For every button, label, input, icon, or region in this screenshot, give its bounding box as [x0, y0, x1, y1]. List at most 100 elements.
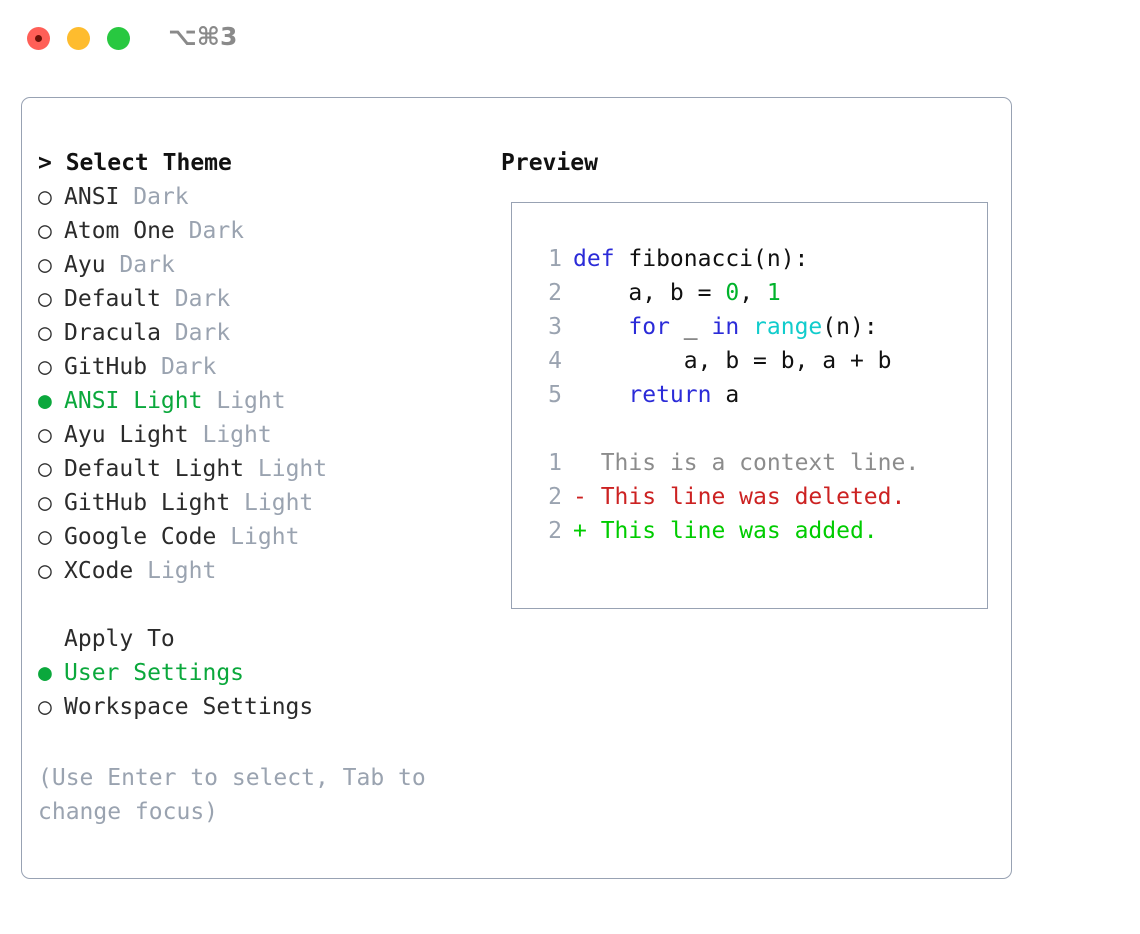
theme-option-label: GitHub Light [64, 490, 231, 516]
code-line: 3 for _ in range(n): [535, 310, 919, 344]
apply-to-heading: Apply To [64, 626, 175, 652]
code-token-kw: return [628, 382, 712, 408]
radio-selected-icon: ● [38, 388, 52, 414]
diff-line-number: 1 [548, 450, 562, 476]
diff-line-add: 2 + This line was added. [535, 514, 919, 548]
code-token-plain: a, b = [573, 280, 726, 306]
code-token-num: 1 [766, 280, 781, 306]
code-line-number: 2 [548, 280, 562, 306]
code-token-plain: a, b = b, a + b [573, 348, 892, 374]
dialog-panel: > Select Theme ○ANSI Dark○Atom One Dark○… [21, 97, 1012, 879]
code-token-kw: def [573, 246, 615, 272]
code-token-kw: in [711, 314, 740, 340]
theme-option-variant: Dark [174, 320, 231, 346]
code-line-number: 3 [548, 314, 562, 340]
theme-option-variant: Light [216, 388, 286, 414]
apply-to-option-user-settings[interactable]: ● User Settings [38, 656, 488, 690]
theme-option-variant: Dark [174, 286, 231, 312]
code-line: 4 a, b = b, a + b [535, 344, 919, 378]
theme-option-dracula[interactable]: ○Dracula Dark [38, 316, 488, 350]
label-separator [147, 354, 161, 380]
code-line: 1 def fibonacci(n): [535, 242, 919, 276]
diff-line-number: 2 [548, 518, 562, 544]
diff-sign: + [573, 518, 587, 544]
theme-option-label: XCode [64, 558, 134, 584]
code-line: 5 return a [535, 378, 919, 412]
code-token-plain [739, 314, 753, 340]
theme-option-label: Ayu [64, 252, 106, 278]
radio-unselected-icon: ○ [38, 490, 52, 516]
theme-option-list[interactable]: ○ANSI Dark○Atom One Dark○Ayu Dark○Defaul… [38, 180, 488, 588]
theme-option-label: ANSI Light [64, 388, 203, 414]
close-button[interactable] [27, 27, 50, 50]
label-separator [175, 218, 189, 244]
list-spacer [38, 588, 488, 622]
radio-selected-icon: ● [38, 660, 52, 686]
theme-option-variant: Light [202, 422, 272, 448]
code-token-plain: (n): [822, 314, 878, 340]
code-token-plain: a [711, 382, 740, 408]
preview-heading: Preview [501, 150, 598, 176]
radio-unselected-icon: ○ [38, 456, 52, 482]
label-separator [202, 388, 216, 414]
keyboard-hint-text: (Use Enter to select, Tab to change focu… [38, 765, 426, 825]
diff-text: This is a context line. [586, 450, 920, 476]
code-line-number: 1 [548, 246, 562, 272]
code-line-number: 4 [548, 348, 562, 374]
code-line: 2 a, b = 0, 1 [535, 276, 919, 310]
code-token-plain [573, 382, 628, 408]
title-bar: ⌥⌘3 [0, 0, 1140, 78]
keyboard-shortcut-label: ⌥⌘3 [168, 22, 238, 51]
diff-text: This line was added. [586, 518, 878, 544]
theme-option-default-light[interactable]: ○Default Light Light [38, 452, 488, 486]
theme-option-ayu-light[interactable]: ○Ayu Light Light [38, 418, 488, 452]
apply-to-option-workspace-settings[interactable]: ○Workspace Settings [38, 690, 488, 724]
theme-option-google-code[interactable]: ○Google Code Light [38, 520, 488, 554]
maximize-button[interactable] [107, 27, 130, 50]
minimize-button[interactable] [67, 27, 90, 50]
apply-to-option-label: User Settings [64, 660, 245, 686]
theme-option-ansi[interactable]: ○ANSI Dark [38, 180, 488, 214]
theme-option-label: ANSI [64, 184, 120, 210]
code-token-fn: range [753, 314, 823, 340]
label-separator [216, 524, 230, 550]
theme-option-ansi-light[interactable]: ● ANSI Light Light [38, 384, 488, 418]
theme-option-default[interactable]: ○Default Dark [38, 282, 488, 316]
theme-option-atom-one[interactable]: ○Atom One Dark [38, 214, 488, 248]
radio-unselected-icon: ○ [38, 320, 52, 346]
theme-option-variant: Light [147, 558, 217, 584]
apply-to-option-list[interactable]: ● User Settings ○Workspace Settings [38, 656, 488, 724]
theme-option-github[interactable]: ○GitHub Dark [38, 350, 488, 384]
radio-unselected-icon: ○ [38, 218, 52, 244]
theme-option-github-light[interactable]: ○GitHub Light Light [38, 486, 488, 520]
preview-column: Preview [501, 146, 1001, 180]
code-token-plain: _ [669, 314, 712, 340]
theme-option-ayu[interactable]: ○ Ayu Dark [38, 248, 488, 282]
radio-unselected-icon: ○ [38, 694, 52, 720]
theme-option-variant: Dark [133, 184, 189, 210]
diff-text: This line was deleted. [586, 484, 906, 510]
code-token-plain: fibonacci(n): [614, 246, 809, 272]
code-token-plain [573, 314, 628, 340]
diff-line-ctx: 1 This is a context line. [535, 446, 919, 480]
label-separator [106, 252, 120, 278]
radio-unselected-icon: ○ [38, 524, 52, 550]
radio-unselected-icon: ○ [38, 422, 52, 448]
theme-option-label: Default [64, 286, 161, 312]
theme-option-xcode[interactable]: ○ XCode Light [38, 554, 488, 588]
code-token-num: 0 [725, 280, 740, 306]
theme-option-label: Google Code [64, 524, 217, 550]
label-separator [119, 184, 133, 210]
select-theme-heading: > Select Theme [38, 150, 232, 176]
diff-sign [573, 450, 587, 476]
radio-unselected-icon: ○ [38, 558, 52, 584]
label-separator [133, 558, 147, 584]
label-separator [230, 490, 244, 516]
radio-unselected-icon: ○ [38, 354, 52, 380]
theme-option-variant: Dark [119, 252, 175, 278]
code-token-plain: , [739, 280, 767, 306]
theme-option-variant: Dark [160, 354, 217, 380]
radio-unselected-icon: ○ [38, 252, 52, 278]
label-separator [189, 422, 203, 448]
